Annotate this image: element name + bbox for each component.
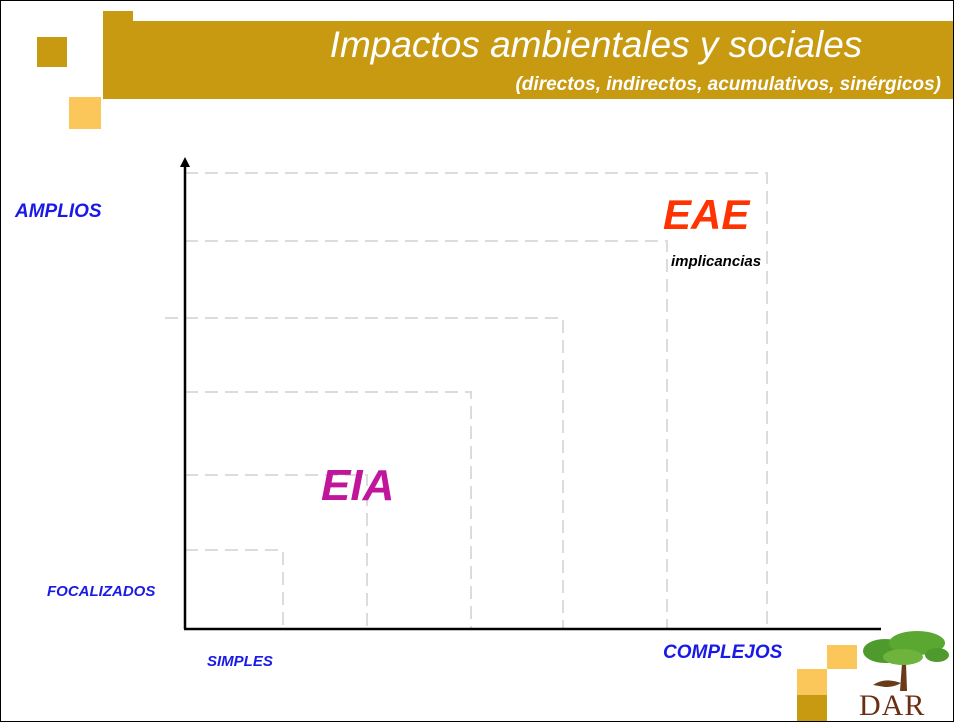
logo-text: DAR: [859, 689, 926, 722]
scope-boundary: [185, 474, 368, 629]
scope-boundary: [185, 549, 284, 629]
scope-boundary: [185, 172, 768, 629]
x-axis-left-label: SIMPLES: [207, 653, 273, 670]
y-axis-bottom-label: FOCALIZADOS: [47, 583, 156, 600]
scope-boundary: [185, 391, 472, 629]
scope-boundary: [185, 240, 668, 629]
deco-square: [797, 695, 827, 721]
eae-sublabel: implicancias: [671, 253, 762, 270]
deco-square: [797, 669, 827, 695]
title-band: [103, 21, 953, 99]
slide-subtitle: (directos, indirectos, acumulativos, sin…: [515, 74, 941, 95]
tree-logo-icon: [863, 631, 949, 691]
deco-square: [69, 97, 101, 129]
x-axis-right-label: COMPLEJOS: [663, 642, 783, 663]
eae-label: EAE: [663, 191, 750, 238]
deco-square: [37, 37, 67, 67]
deco-square: [827, 645, 857, 669]
scope-boundary: [165, 317, 564, 629]
y-axis-arrow: [180, 157, 190, 167]
y-axis-top-label: AMPLIOS: [15, 201, 102, 222]
slide-title: Impactos ambientales y sociales: [329, 24, 863, 65]
eia-label: EIA: [321, 461, 395, 510]
